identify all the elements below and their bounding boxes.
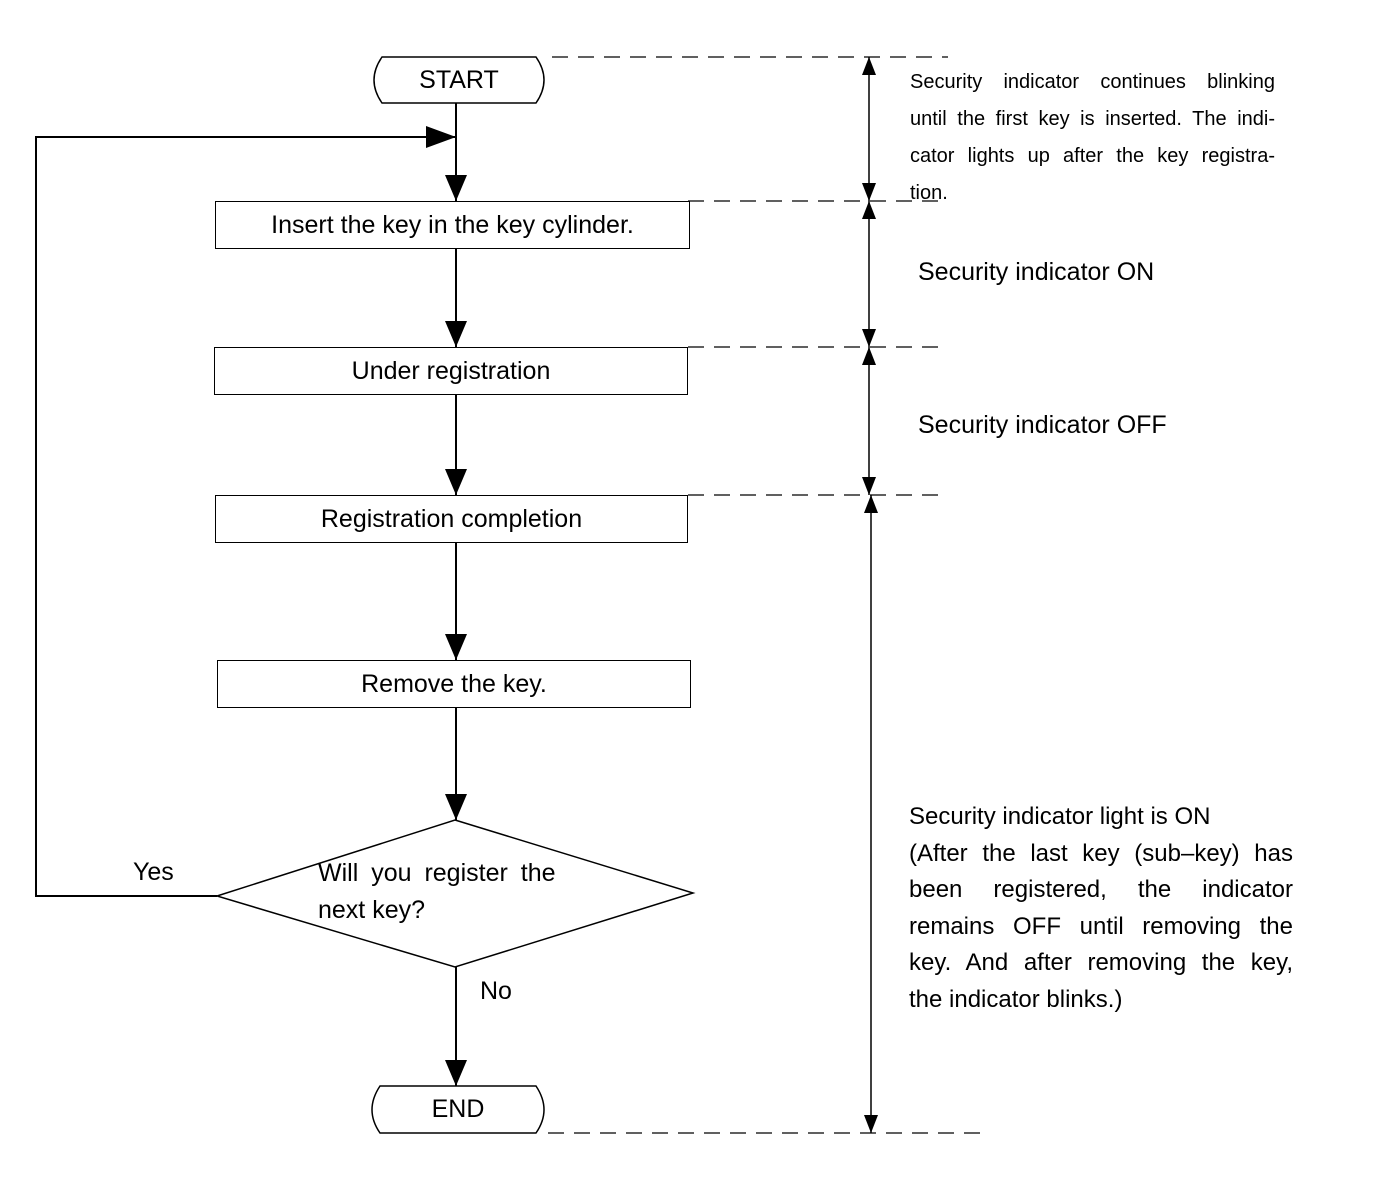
note-light-on-line: remains OFF until removing the (909, 912, 1293, 940)
note-blinking-line: cator lights up after the key registra- (910, 145, 1275, 167)
step-registration-completion: Registration completion (215, 495, 688, 543)
decision-text-line1: Will you register the (318, 859, 556, 887)
note-light-on-line: the indicator blinks.) (909, 985, 1123, 1013)
step-remove-key-label: Remove the key. (361, 669, 547, 698)
step-insert-key-label: Insert the key in the key cylinder. (271, 210, 634, 239)
end-label: END (431, 1095, 485, 1123)
start-label: START (419, 65, 499, 94)
note-blinking-line: Security indicator continues blinking (910, 71, 1275, 93)
end-terminal: END (364, 1086, 552, 1133)
note-blinking: Security indicator continues blinking un… (910, 64, 1275, 212)
decision-text-line2: next key? (318, 896, 426, 924)
start-terminal: START (366, 57, 552, 103)
step-remove-key: Remove the key. (217, 660, 691, 708)
step-under-registration-label: Under registration (351, 356, 551, 385)
decision-diamond (214, 819, 696, 968)
step-insert-key: Insert the key in the key cylinder. (215, 201, 690, 249)
step-registration-completion-label: Registration completion (320, 504, 583, 533)
start-terminal-shape (373, 56, 545, 104)
step-under-registration: Under registration (214, 347, 688, 395)
note-indicator-off: Security indicator OFF (918, 411, 1167, 439)
note-light-on-line: been registered, the indicator (909, 876, 1293, 904)
note-indicator-on: Security indicator ON (918, 258, 1155, 286)
no-label: No (480, 977, 512, 1005)
note-light-on-line: (After the last key (sub–key) has (909, 839, 1293, 867)
note-light-on: Security indicator light is ON (After th… (909, 799, 1293, 1019)
note-light-on-line: Security indicator light is ON (909, 803, 1211, 830)
end-terminal-shape (371, 1085, 545, 1134)
note-light-on-line: key. And after removing the key, (909, 949, 1293, 977)
yes-loop-line (35, 136, 456, 897)
note-blinking-line: until the first key is inserted. The ind… (910, 108, 1275, 130)
note-blinking-line: tion. (910, 182, 948, 204)
yes-label: Yes (133, 858, 174, 886)
